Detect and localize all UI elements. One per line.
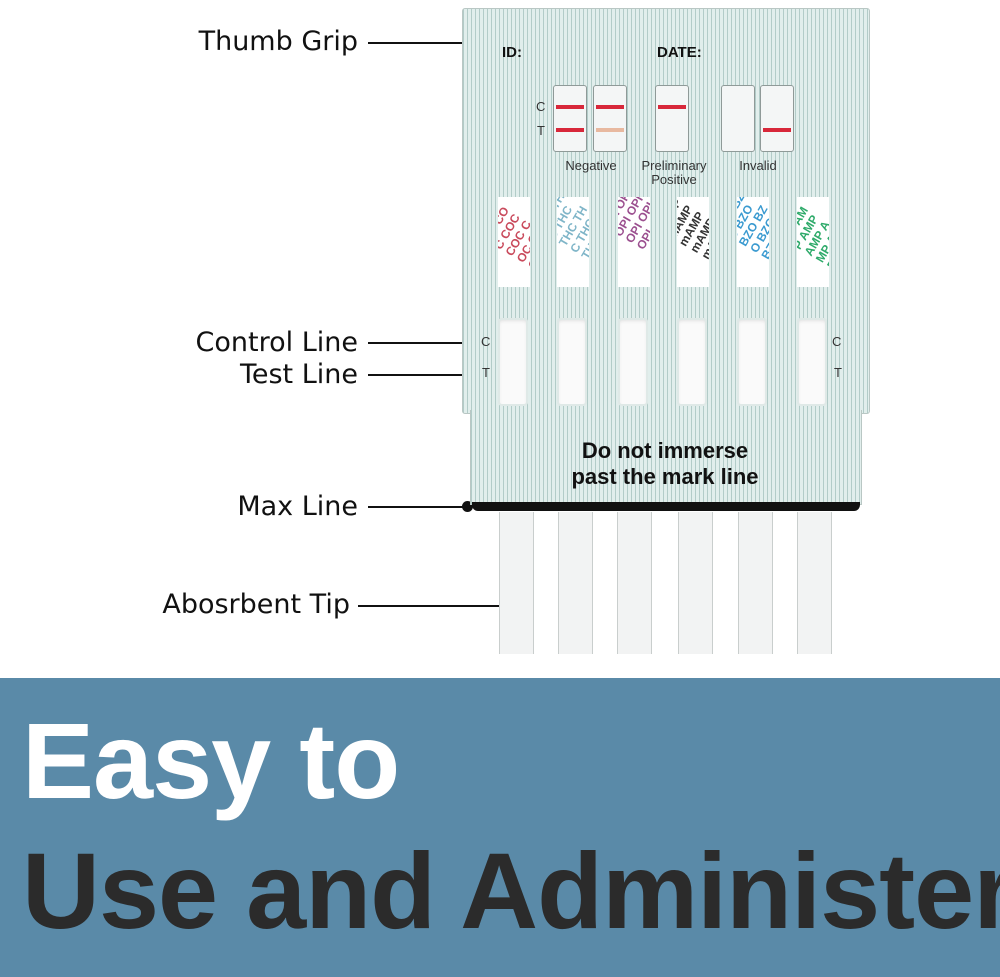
headline-line-2: Use and Administer [22,836,1000,946]
legend-t-label: T [537,123,545,138]
absorbent-tip [738,512,773,654]
result-window [797,318,827,406]
max-line-dot [462,501,473,512]
legend-strip-invalid-2 [760,85,794,152]
result-preliminary-label: Preliminary [641,158,707,173]
result-negative-label: Negative [565,158,617,173]
absorbent-tip-leader [358,605,510,607]
headline-part-use-and: Use and [22,830,436,951]
headline-line-1: Easy to [22,700,400,821]
control-band [658,105,686,109]
thumb-grip-leader [368,42,470,44]
legend-strip-preliminary-positive [655,85,689,152]
drug-pad-thc: THC THC THC THC THC THC THC [557,197,589,287]
legend-strip-negative-1 [553,85,587,152]
absorbent-tip [558,512,593,654]
thumb-grip-label: Thumb Grip [198,26,358,57]
drug-pad-amp: AMP AMP AMP AMP AMP AMP AMP [797,197,829,287]
legend-strip-negative-2 [593,85,627,152]
test-line-leader [368,374,470,376]
drug-pad-opi: OPI OPI OPI OPI OPI OPI OPI [618,197,650,287]
control-line-leader [368,342,470,344]
max-line-leader [368,506,470,508]
window-t-left-label: T [482,365,490,380]
result-positive-label: Positive [651,172,697,187]
date-label: DATE: [657,44,702,61]
window-c-right-label: C [832,334,842,349]
absorbent-tip [499,512,534,654]
result-window [618,318,648,406]
max-line-label: Max Line [237,491,358,522]
result-window [737,318,767,406]
drug-pad-text: mAMP mAMP mAMP mAMP mAMP [677,197,709,262]
faint-test-band [596,128,624,132]
drug-pad-coc: COC COC COC COC COC COC COC [498,197,530,287]
legend-c-label: C [536,99,546,114]
absorbent-tip [797,512,832,654]
result-invalid-label: Invalid [739,158,777,173]
control-band [596,105,624,109]
drug-pad-text: AMP AMP AMP AMP AMP AMP AMP [797,199,829,272]
control-line-label: Control Line [195,327,358,358]
drug-pad-text: THC THC THC THC THC THC THC [557,197,589,262]
id-label: ID: [502,44,522,61]
test-line-label: Test Line [239,359,358,390]
drug-pad-mamp: mAMP mAMP mAMP mAMP mAMP [677,197,709,287]
headline-banner: Easy to Use and Administer [0,678,1000,977]
absorbent-tip-label: Abosrbent Tip [162,589,350,620]
headline-part-administer: Administer [460,830,1000,951]
absorbent-tip [617,512,652,654]
test-card-dip-area [470,410,862,505]
window-c-left-label: C [481,334,491,349]
result-window [677,318,707,406]
warning-line-1: Do not immerse [581,438,749,463]
result-window [557,318,587,406]
immersion-warning: Do not immerse past the mark line [470,438,860,490]
drug-pad-text: BZO BZO BZO BZO BZO BZO BZO [737,197,769,262]
max-line-bar [472,502,860,511]
test-band [763,128,791,132]
drug-pad-bzo: BZO BZO BZO BZO BZO BZO BZO [737,197,769,287]
drug-pad-text: OPI OPI OPI OPI OPI OPI OPI [618,197,650,252]
drug-pad-text: COC COC COC COC COC COC COC [498,198,530,272]
result-window [498,318,528,406]
warning-line-2: past the mark line [571,464,759,489]
test-band [556,128,584,132]
product-diagram: Thumb Grip Control Line Test Line Max Li… [162,8,870,654]
absorbent-tip [678,512,713,654]
control-band [556,105,584,109]
legend-strip-invalid-1 [721,85,755,152]
window-t-right-label: T [834,365,842,380]
